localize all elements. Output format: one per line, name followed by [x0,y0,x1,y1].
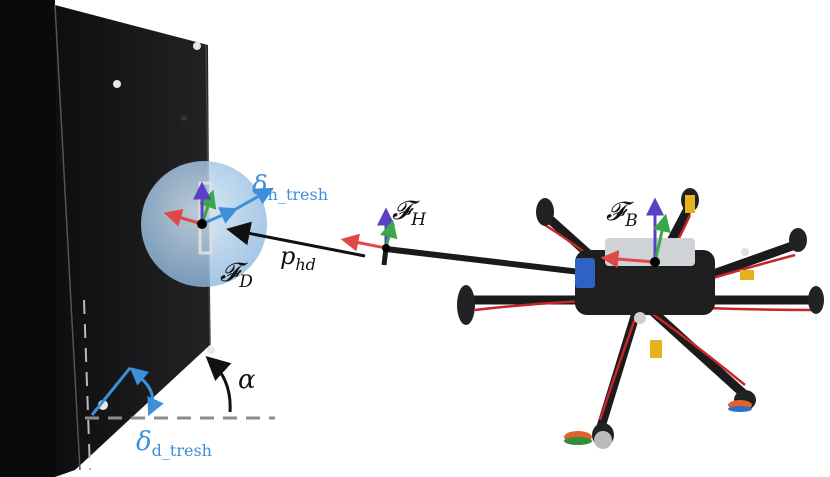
alpha-arc [205,355,232,413]
p-hd-arrow [226,221,366,258]
drone-tool-rod [381,246,583,275]
alpha-label: α [238,365,256,395]
delta-h-label: δh_tresh [252,171,328,204]
frame-b-axes [600,197,671,269]
delta-d-indicator [90,367,164,417]
board-image [0,0,215,477]
frame-h-axes [340,207,398,252]
drone-image [457,188,824,449]
frame-b-label: 𝓕B [606,197,638,231]
delta-d-label: δd_tresh [136,427,212,460]
frame-h-label: 𝓕H [392,196,427,230]
frame-d-axes [163,181,274,229]
p-hd-label: phd [280,242,316,274]
